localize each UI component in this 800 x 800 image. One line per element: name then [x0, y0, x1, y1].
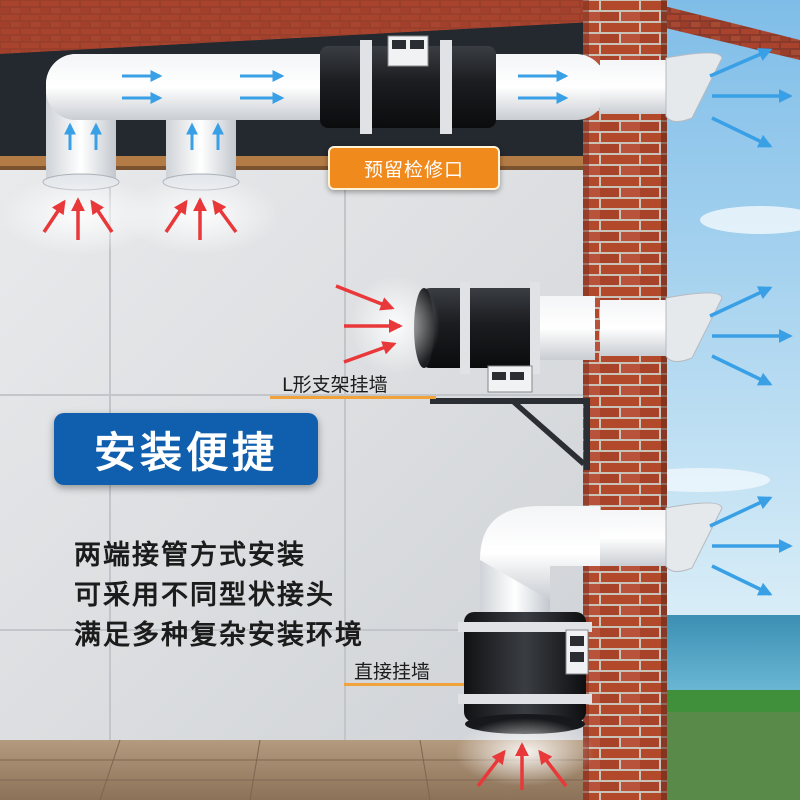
description-line-2: 可采用不同型状接头	[74, 580, 335, 611]
l-bracket-label: L形支架挂墙	[282, 374, 388, 396]
direct-wall-label: 直接挂墙	[354, 661, 431, 683]
description-line-1: 两端接管方式安装	[74, 540, 306, 571]
airflow-intake-arrows	[42, 197, 568, 790]
service-port-label: 预留检修口	[328, 146, 500, 190]
description-line-3: 满足多种复杂安装环境	[74, 620, 364, 651]
airflow-in-pipe-arrows	[64, 70, 569, 150]
airflow-exhaust-arrows	[709, 48, 793, 596]
brick-wall	[583, 0, 667, 800]
fan-bottom-assembly	[458, 502, 723, 734]
direct-wall-leader-line	[344, 683, 464, 686]
ceiling-duct-system	[42, 35, 723, 191]
l-bracket-leader-line	[270, 396, 436, 399]
fan-middle	[420, 288, 540, 368]
feature-badge: 安装便捷	[54, 413, 318, 485]
